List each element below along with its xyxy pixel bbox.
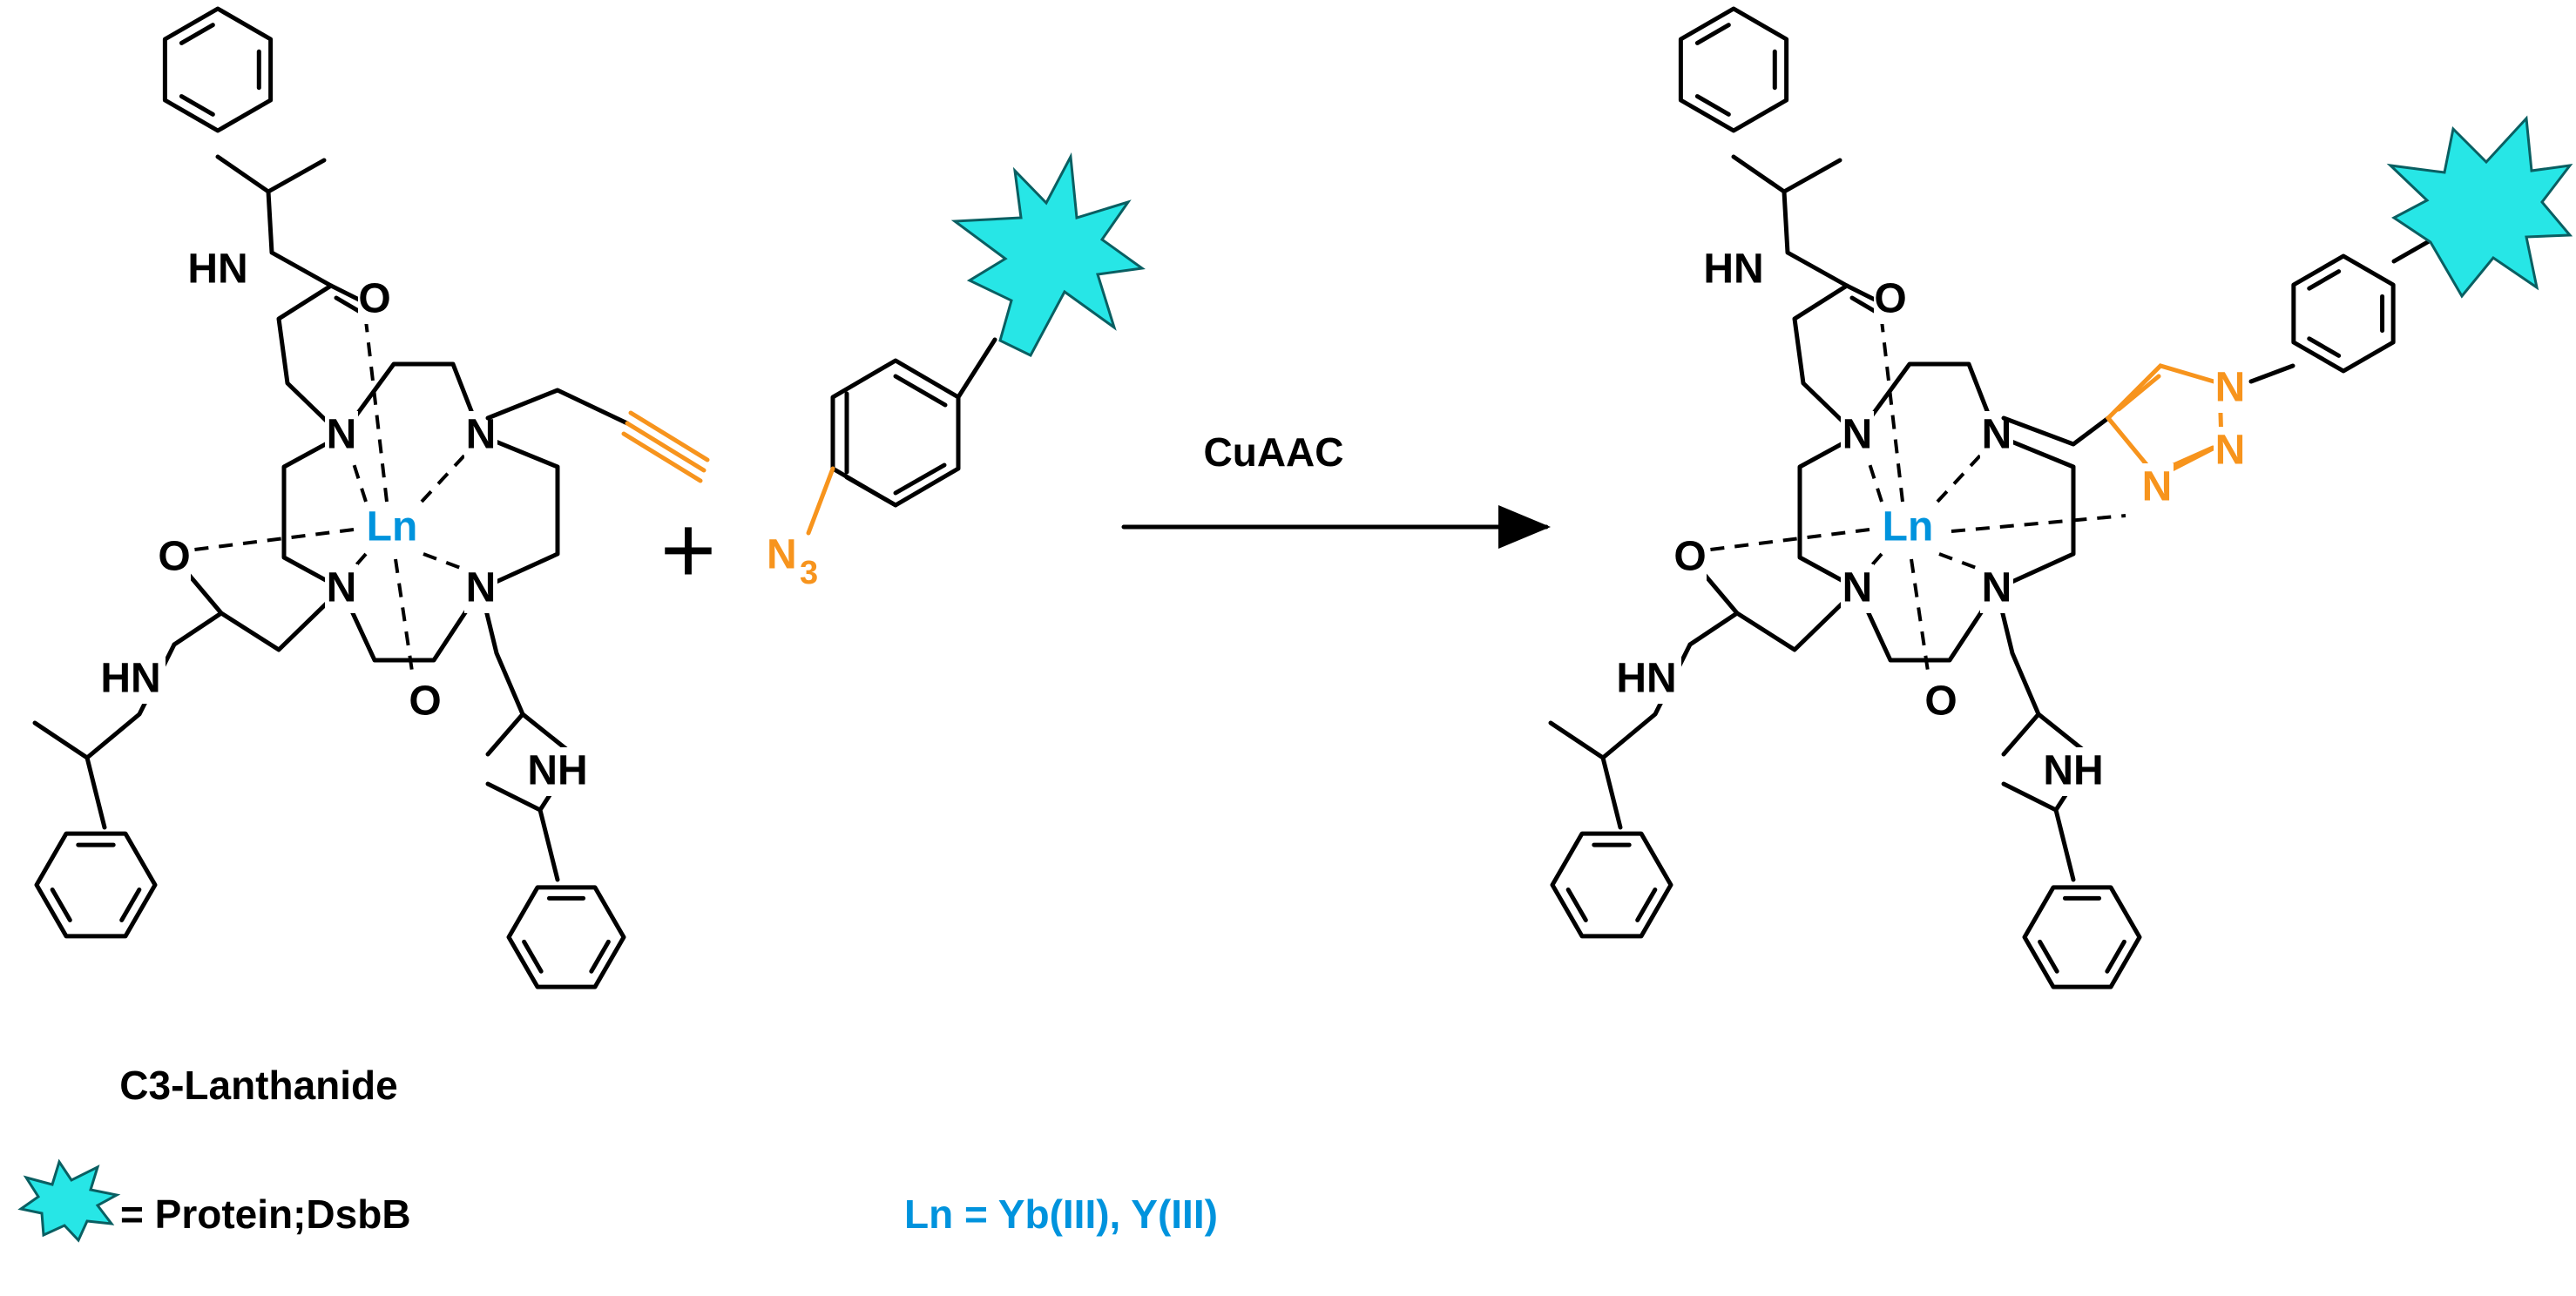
oxygen-bottom-bg [1924, 678, 1957, 726]
phenyl-bottom [506, 885, 626, 989]
metal-ln: Ln [367, 504, 418, 550]
compound-label: C3-Lanthanide [119, 1063, 397, 1108]
nitrogen-2-bg [464, 411, 497, 460]
triazole-n3-bg [2140, 463, 2174, 512]
nitrogen-3-bg [325, 564, 358, 613]
oxygen-bottom: O [409, 678, 441, 725]
amide-nh-bottom: NH [2043, 748, 2103, 794]
product-protein-star-icon [2386, 115, 2573, 299]
nitrogen-4: N [1982, 565, 2012, 611]
phenyl-triazole [2291, 253, 2396, 374]
nitrogen-1: N [1842, 412, 1873, 458]
nitrogen-2: N [466, 412, 497, 458]
amide-nh-left: HN [1616, 656, 1676, 702]
phenyl-top [162, 6, 274, 133]
nitrogen-1-bg [325, 411, 358, 460]
nitrogen-4: N [466, 565, 497, 611]
triazole-n1: N [2215, 365, 2246, 411]
amide-nh-top: HN [187, 246, 247, 293]
nitrogen-3: N [1842, 565, 1873, 611]
nitrogen-4-bg [464, 564, 497, 613]
oxygen-top: O [358, 276, 390, 322]
phenyl-left [34, 831, 158, 939]
metal-ln-bg [1877, 503, 1938, 552]
legend-protein-text: = Protein;DsbB [120, 1191, 411, 1237]
amide-nh-top-bg [183, 246, 253, 294]
azide-subscript: 3 [800, 555, 818, 591]
phenyl-left [1550, 831, 1673, 939]
amide-nh-bottom: NH [527, 748, 587, 794]
phenyl-top [1678, 6, 1789, 133]
amide-nh-top-bg [1699, 246, 1768, 294]
oxygen-top-bg [1874, 275, 1907, 324]
plus-sign: + [660, 496, 716, 604]
amide-nh-left: HN [100, 656, 160, 702]
triazole-n1-bg [2214, 364, 2247, 413]
amide-nh-left-bg [1612, 655, 1681, 704]
legend-ln-text: Ln = Yb(III), Y(III) [904, 1191, 1218, 1237]
triazole-ring [2105, 363, 2224, 481]
oxygen-bottom-bg [409, 678, 442, 726]
metal-ln: Ln [1883, 504, 1934, 550]
aryl-azide-protein-reagent: N 3 [767, 152, 1146, 591]
oxygen-left: O [1673, 534, 1706, 580]
amide-nh-left-bg [96, 655, 166, 704]
metal-ln-bg [362, 503, 423, 552]
amide-nh-bottom-bg [2038, 747, 2108, 796]
oxygen-top-bg [358, 275, 391, 324]
nitrogen-3-bg [1841, 564, 1874, 613]
protein-star-icon [950, 152, 1146, 357]
nitrogen-3: N [327, 565, 357, 611]
azide-n: N [767, 532, 797, 578]
oxygen-left: O [158, 534, 190, 580]
arrow-label-cuaac: CuAAC [1204, 429, 1344, 475]
nitrogen-1: N [327, 412, 357, 458]
nitrogen-4-bg [1980, 564, 2013, 613]
oxygen-top: O [1874, 276, 1906, 322]
triazole-n2-bg [2214, 427, 2247, 476]
oxygen-left-bg [158, 533, 191, 582]
phenyl-bottom [2022, 885, 2142, 989]
oxygen-left-bg [1673, 533, 1707, 582]
oxygen-bottom: O [1924, 678, 1957, 725]
amide-nh-top: HN [1703, 246, 1763, 293]
nitrogen-1-bg [1841, 411, 1874, 460]
legend-protein-star-icon [17, 1158, 121, 1243]
amide-nh-bottom-bg [523, 747, 592, 796]
triazole-n3: N [2142, 464, 2173, 510]
triazole-n2: N [2215, 428, 2246, 474]
